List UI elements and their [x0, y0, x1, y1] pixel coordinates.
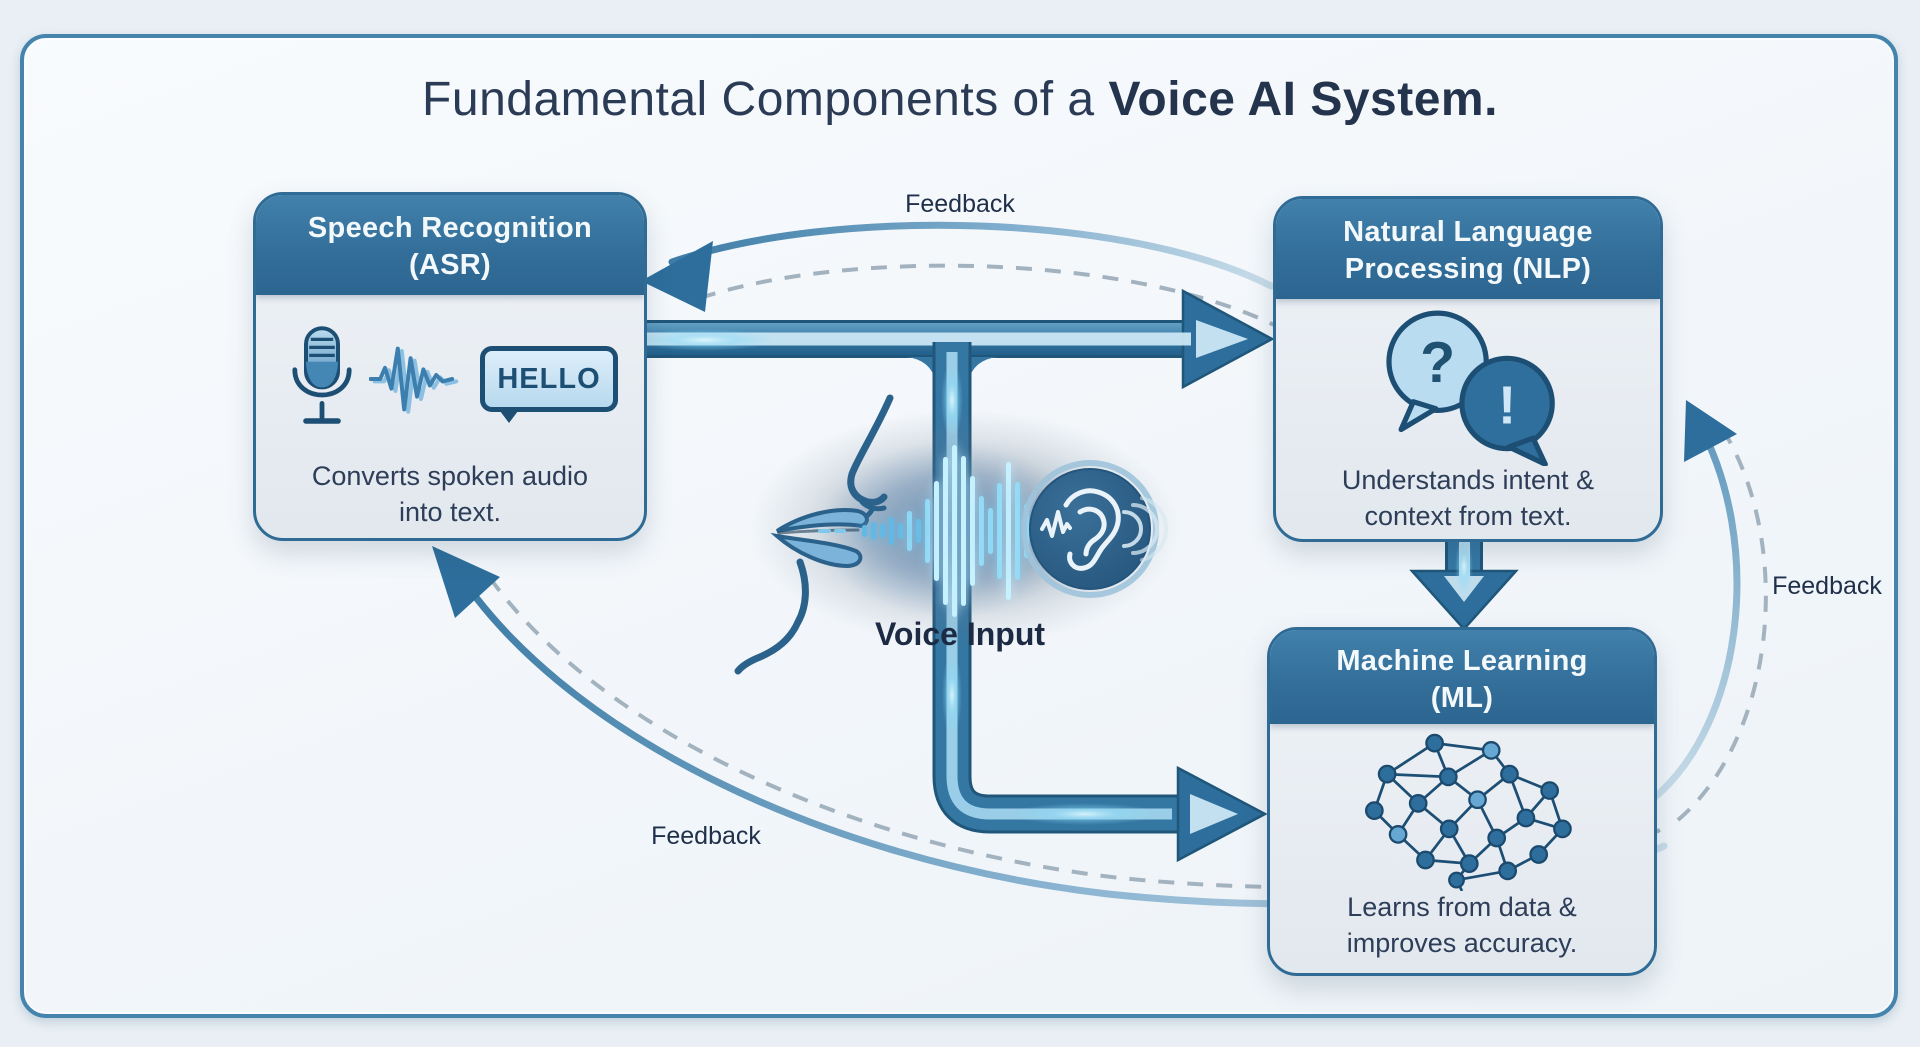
ear-listening-icon: [1021, 460, 1169, 598]
feedback-arc-top: [641, 221, 1285, 332]
asr-body: HELLO Converts spoken audio into text.: [256, 295, 644, 530]
voice-input-label: Voice Input: [874, 616, 1046, 652]
nlp-bubbles-icon: ? !: [1386, 310, 1555, 466]
speech-bubble-hello-icon: HELLO: [480, 346, 618, 423]
node-machine-learning: Machine Learning (ML): [1267, 627, 1657, 976]
feedback-label-bottom: Feedback: [651, 822, 761, 850]
arrow-asr-to-nlp: [639, 288, 1275, 390]
ml-icon-row: [1352, 728, 1572, 891]
node-natural-language-processing: Natural Language Processing (NLP) ? !: [1273, 196, 1663, 542]
nlp-body: ? ! Understands intent & context from te…: [1276, 299, 1660, 534]
nlp-header: Natural Language Processing (NLP): [1276, 199, 1660, 299]
ml-header: Machine Learning (ML): [1270, 630, 1654, 724]
asr-header: Speech Recognition (ASR): [256, 195, 644, 295]
arrowhead-to-nlp-right: [1684, 400, 1737, 462]
feedback-arc-right: [1650, 400, 1768, 822]
ml-body: Learns from data & improves accuracy.: [1270, 724, 1654, 961]
page-title: Fundamental Components of a Voice AI Sys…: [0, 72, 1920, 127]
asr-description: Converts spoken audio into text.: [311, 461, 589, 527]
title-prefix: Fundamental Components of a: [422, 73, 1109, 126]
title-period: .: [1484, 73, 1498, 126]
feedback-label-top: Feedback: [905, 190, 1015, 218]
neural-network-brain-icon: [1364, 733, 1572, 891]
nlp-description: Understands intent & context from text.: [1341, 465, 1595, 531]
light-flares: [635, 329, 1473, 825]
ml-description: Learns from data & improves accuracy.: [1346, 892, 1578, 958]
microphone-icon: [292, 326, 352, 424]
feedback-label-right: Feedback: [1772, 572, 1882, 600]
node-speech-recognition: Speech Recognition (ASR): [253, 192, 647, 541]
svg-text:?: ?: [1420, 330, 1455, 394]
nlp-icon-row: ? !: [1368, 307, 1568, 466]
exclamation-bubble-icon: !: [1459, 355, 1555, 466]
arrowhead-to-asr-bottom: [432, 546, 500, 618]
svg-text:!: !: [1498, 375, 1516, 435]
waveform-icon: [369, 346, 459, 414]
hello-text: HELLO: [497, 362, 601, 395]
arrow-voice-to-ml: [906, 342, 1268, 863]
arrowhead-to-asr-top: [641, 241, 713, 312]
asr-icon-row: HELLO: [282, 303, 618, 455]
title-emphasis: Voice AI System: [1108, 73, 1485, 126]
speaking-mouth-icon: [734, 394, 894, 675]
